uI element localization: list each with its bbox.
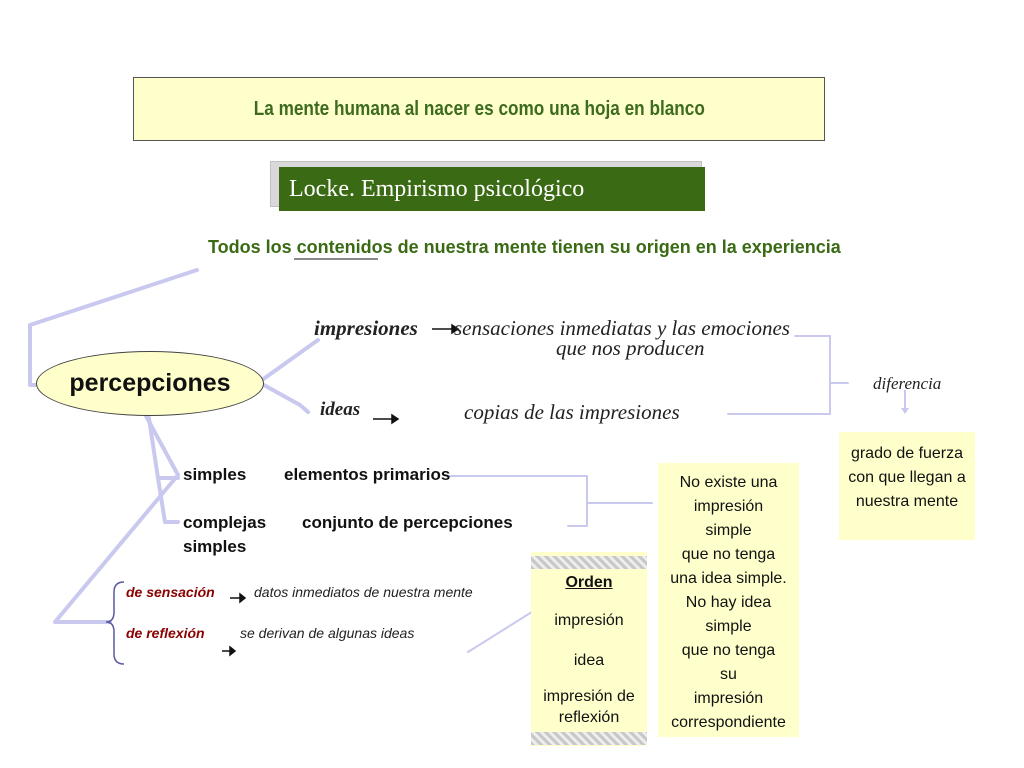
orden-step-impresion: impresión: [554, 612, 624, 629]
principle-line: impresión: [693, 498, 764, 515]
orden-step-reflexion-line1: impresión de: [543, 688, 635, 705]
orden-step-reflexion-line2: reflexión: [558, 709, 620, 726]
connector-percepciones-impresiones: [260, 338, 320, 382]
principle-line: una idea simple.: [670, 570, 787, 587]
principle-line: No existe una: [679, 474, 778, 491]
reflexion-desc: se derivan de algunas ideas: [240, 625, 415, 641]
principle-line: simple: [705, 522, 752, 539]
premise-text: Todos los contenidos de nuestra mente ti…: [208, 237, 841, 257]
connector-percepciones-origin: [53, 414, 180, 624]
intro-banner-text: La mente humana al nacer es como una hoj…: [253, 97, 705, 120]
impresiones-desc-line2: que nos producen: [556, 336, 705, 360]
impresiones-desc-line1: sensaciones inmediatas y las emociones: [454, 316, 790, 340]
ideas-desc: copias de las impresiones: [464, 400, 680, 424]
principle-line: que no tenga: [681, 546, 776, 563]
orden-title: Orden: [565, 574, 613, 591]
sensacion-label: de sensación: [126, 584, 215, 600]
diferencia-label: diferencia: [873, 374, 942, 393]
orden-stripe-top: [531, 556, 647, 569]
simples-desc: elementos primarios: [284, 465, 451, 484]
title-box: Locke. Empirismo psicológico: [279, 167, 705, 211]
connector-types-principle: [449, 475, 653, 527]
ideas-label: ideas: [320, 399, 361, 420]
complejas-label: complejas: [183, 513, 267, 532]
orden-stripe-bottom: [531, 732, 647, 745]
orden-panel: Orden impresión idea impresión de reflex…: [531, 552, 647, 746]
connector-reflexion-orden: [467, 609, 536, 653]
percepciones-node: percepciones: [36, 351, 264, 416]
origin-brace: [105, 581, 125, 665]
diferencia-explanation: grado de fuerza con que llegan a nuestra…: [839, 432, 975, 540]
complejas-desc-cont: simples: [183, 537, 247, 556]
principle-line: su: [720, 666, 737, 683]
page-title: Locke. Empirismo psicológico: [289, 175, 585, 202]
intro-banner: La mente humana al nacer es como una hoj…: [133, 77, 825, 141]
connector-bracket-diferencia: [727, 335, 849, 415]
principle-line: correspondiente: [671, 714, 786, 731]
principle-line: impresión: [693, 690, 764, 707]
simples-label: simples: [183, 465, 247, 484]
connector-percepciones-types: [146, 410, 180, 524]
principle-line: que no tenga: [681, 642, 776, 659]
connector-percepciones-ideas: [260, 382, 310, 414]
complejas-desc: conjunto de percepciones: [302, 513, 513, 532]
impresiones-label: impresiones: [314, 316, 418, 340]
principle-panel: No existe una impresión simple que no te…: [658, 463, 799, 737]
percepciones-label: percepciones: [69, 369, 231, 397]
principle-line: simple: [705, 618, 752, 635]
reflexion-label: de reflexión: [126, 625, 205, 641]
connector-premise-percepciones: [28, 268, 199, 387]
sensacion-desc: datos inmediatos de nuestra mente: [254, 584, 473, 600]
principle-line: No hay idea: [685, 594, 772, 611]
orden-step-idea: idea: [573, 652, 605, 669]
